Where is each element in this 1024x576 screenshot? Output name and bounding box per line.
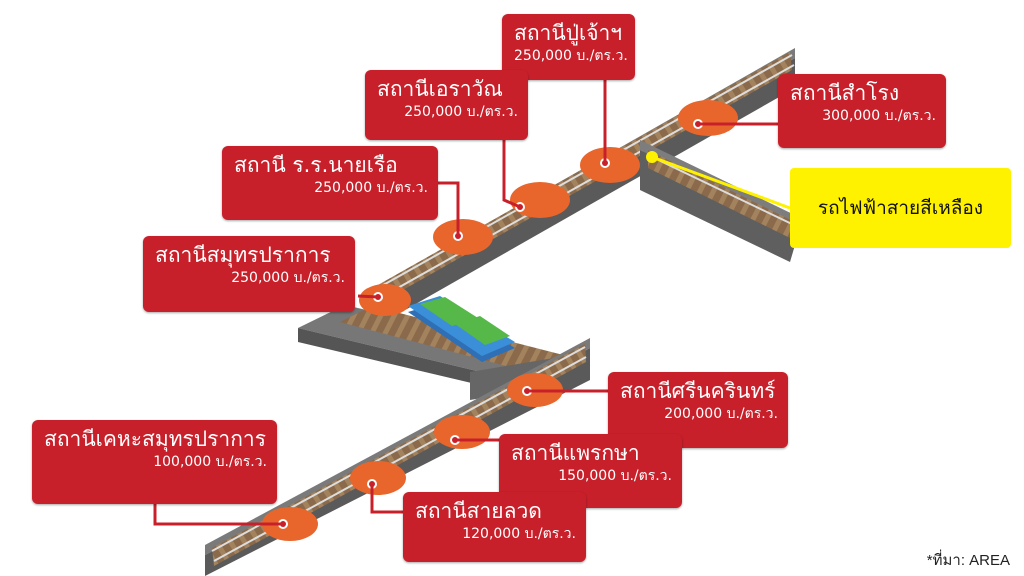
yellow-line-label: รถไฟฟ้าสายสีเหลือง (790, 168, 1011, 248)
station-price: 150,000 บ./ตร.ว. (558, 468, 672, 484)
station-label-erawan: สถานีเอราวัณ 250,000 บ./ตร.ว. (365, 70, 528, 140)
station-price: 250,000 บ./ตร.ว. (314, 180, 428, 196)
station-marker-naval-academy (433, 219, 493, 255)
station-price: 200,000 บ./ตร.ว. (664, 406, 778, 422)
station-label-pu-chao: สถานีปู่เจ้าฯ 250,000 บ./ตร.ว. (502, 14, 635, 80)
station-price: 300,000 บ./ตร.ว. (822, 108, 936, 124)
station-label-samut-prakan: สถานีสมุทรปราการ 250,000 บ./ตร.ว. (143, 236, 355, 312)
station-name: สถานีเคหะสมุทรปราการ (44, 427, 266, 451)
station-label-sai-luat: สถานีสายลวด 120,000 บ./ตร.ว. (403, 492, 586, 562)
station-name: สถานีเอราวัณ (377, 77, 503, 101)
station-price: 100,000 บ./ตร.ว. (153, 454, 267, 470)
yellow-line-branch (640, 140, 805, 262)
station-marker-erawan (510, 182, 570, 218)
yellow-line-connector (646, 151, 791, 210)
station-name: สถานีสำโรง (790, 81, 900, 105)
station-name: สถานีสมุทรปราการ (155, 243, 331, 267)
station-label-khet-samut-prakan: สถานีเคหะสมุทรปราการ 100,000 บ./ตร.ว. (32, 420, 277, 504)
yellow-line-text: รถไฟฟ้าสายสีเหลือง (817, 197, 984, 219)
station-marker-phraek-sa (434, 415, 490, 449)
station-marker-pu-chao (580, 147, 640, 183)
station-name: สถานีแพรกษา (511, 441, 640, 465)
station-marker-sai-luat (350, 461, 406, 495)
station-label-srinagarindra: สถานีศรีนครินทร์ 200,000 บ./ตร.ว. (608, 372, 788, 448)
station-marker-samrong (678, 100, 738, 136)
station-name: สถานีสายลวด (415, 499, 542, 523)
train (408, 296, 515, 362)
station-name: สถานีศรีนครินทร์ (620, 379, 776, 403)
station-label-samrong: สถานีสำโรง 300,000 บ./ตร.ว. (778, 74, 946, 148)
leader-lines (153, 78, 778, 526)
station-price: 250,000 บ./ตร.ว. (231, 270, 345, 286)
station-marker-samut-prakan (359, 284, 411, 316)
station-price: 120,000 บ./ตร.ว. (462, 526, 576, 542)
source-note: *ที่มา: AREA (926, 552, 1010, 569)
station-name: สถานีปู่เจ้าฯ (514, 21, 623, 45)
station-price: 250,000 บ./ตร.ว. (514, 48, 628, 64)
station-label-naval-academy: สถานี ร.ร.นายเรือ 250,000 บ./ตร.ว. (222, 146, 438, 220)
station-name: สถานี ร.ร.นายเรือ (234, 153, 398, 177)
station-price: 250,000 บ./ตร.ว. (404, 104, 518, 120)
